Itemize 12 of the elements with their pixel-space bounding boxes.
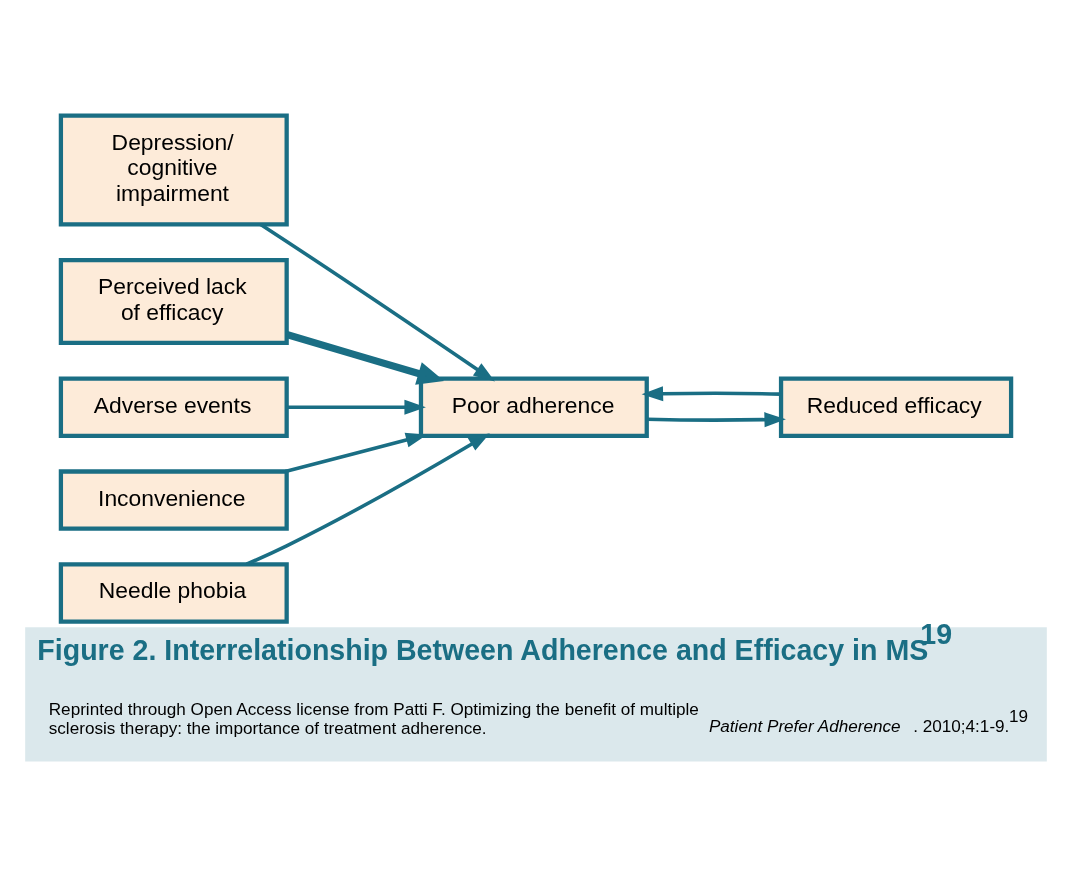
node-box: Needle phobia [58,561,289,624]
node-box: Depression/ cognitive impairment [58,113,289,226]
arrow [286,399,426,415]
node-box: Poor adherence [418,376,649,438]
node-box: Adverse events [58,376,289,438]
node-box: Perceived lack of efficacy [58,257,289,345]
node-box: Reduced efficacy [778,376,1014,438]
node-box: Inconvenience [58,468,289,531]
arrow [641,385,781,401]
arrow [646,411,786,427]
arrow [245,432,490,566]
arrow [285,330,445,385]
